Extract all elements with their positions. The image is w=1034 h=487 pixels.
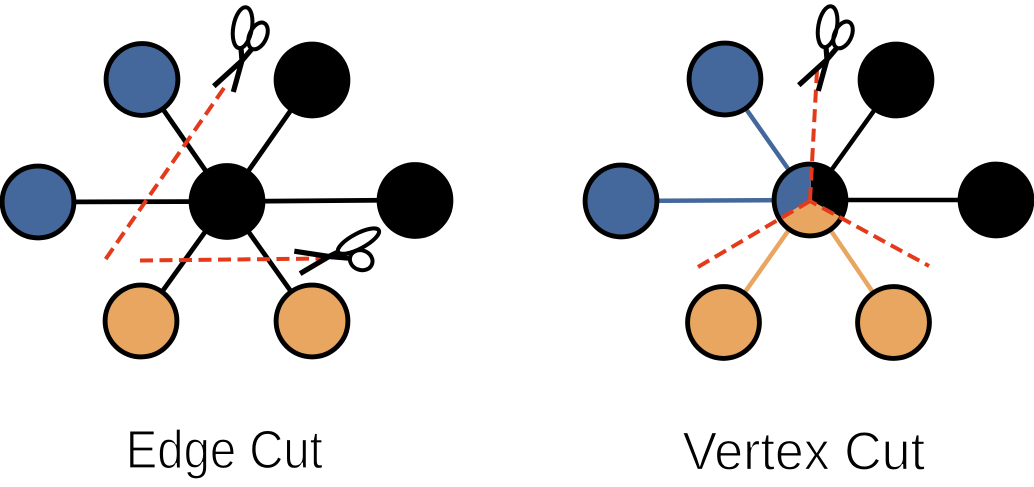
svg-text:Edge Cut: Edge Cut	[126, 420, 323, 480]
svg-text:Vertex Cut: Vertex Cut	[683, 422, 926, 482]
